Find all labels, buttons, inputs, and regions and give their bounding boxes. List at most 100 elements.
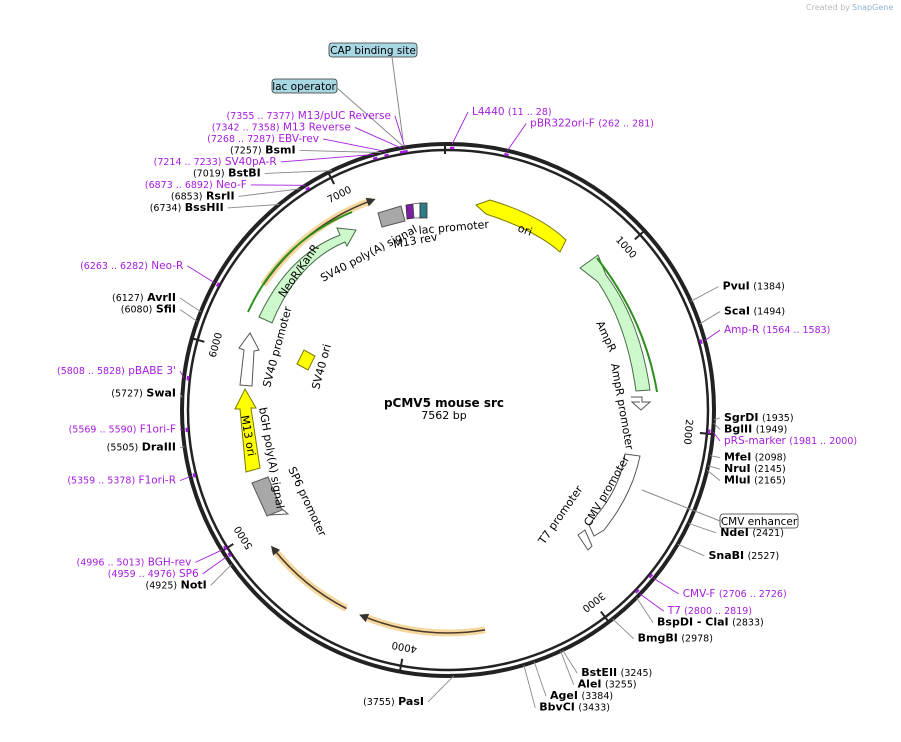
primer-label[interactable]: (7355 .. 7377) M13/pUC Reverse bbox=[227, 110, 391, 122]
tick-mark bbox=[634, 230, 645, 241]
enzyme-label[interactable]: SnaBI (2527) bbox=[708, 549, 779, 562]
enzyme-label[interactable]: (6127) AvrII bbox=[112, 291, 176, 304]
primer-label[interactable]: pRS-marker (1981 .. 2000) bbox=[724, 435, 857, 447]
enzyme-name: SnaBI bbox=[708, 549, 744, 562]
primer-name: F1ori-R bbox=[139, 475, 176, 487]
primer-label[interactable]: (6263 .. 6282) Neo-R bbox=[80, 260, 183, 272]
primer-label[interactable]: (5808 .. 5828) pBABE 3' bbox=[57, 365, 176, 377]
primer-label[interactable]: pBR322ori-F (262 .. 281) bbox=[530, 118, 654, 130]
enzyme-position: (4925) bbox=[146, 580, 178, 591]
primer-label[interactable]: T7 (2800 .. 2819) bbox=[667, 605, 752, 617]
leader-line bbox=[636, 597, 654, 623]
cap-binding-site-box[interactable]: CAP binding site bbox=[328, 42, 418, 141]
enzyme-label[interactable]: AleI (3255) bbox=[578, 678, 637, 691]
enzyme-name: AgeI bbox=[550, 689, 578, 702]
leader-line bbox=[507, 123, 527, 151]
enzyme-name: BsmI bbox=[265, 143, 296, 156]
enzyme-position: (3755) bbox=[363, 697, 395, 708]
primer-site-mark bbox=[186, 375, 190, 381]
primer-label[interactable]: (5359 .. 5378) F1ori-R bbox=[67, 475, 176, 487]
enzyme-name: NotI bbox=[181, 578, 207, 591]
leader-line bbox=[612, 618, 634, 640]
enzyme-position: (6080) bbox=[121, 304, 153, 315]
primer-label[interactable]: (4996 .. 5013) BGH-rev bbox=[77, 556, 192, 568]
enzyme-name: BglII bbox=[724, 422, 752, 435]
primer-name: SV40pA-R bbox=[225, 156, 277, 168]
sv40-ori-label: SV40 ori bbox=[309, 343, 334, 391]
enzyme-label[interactable]: BspDI - ClaI (2833) bbox=[657, 616, 764, 629]
enzyme-label[interactable]: BbvCI (3433) bbox=[539, 701, 610, 714]
primer-name: pBABE 3' bbox=[128, 365, 176, 377]
leader-line bbox=[704, 329, 721, 342]
primer-name: T7 bbox=[667, 605, 681, 617]
enzyme-label[interactable]: (5505) DraIII bbox=[107, 441, 176, 454]
primer-site-mark bbox=[648, 573, 654, 579]
enzyme-label[interactable]: NdeI (2421) bbox=[720, 526, 784, 539]
enzyme-name: MfeI bbox=[724, 451, 751, 464]
enzyme-label[interactable]: NruI (2145) bbox=[724, 462, 786, 475]
primer-label[interactable]: CMV-F (2706 .. 2726) bbox=[683, 588, 787, 600]
enzyme-name: NruI bbox=[724, 462, 751, 475]
enzyme-label[interactable]: BglII (1949) bbox=[724, 422, 787, 435]
primer-name: L4440 bbox=[472, 106, 505, 118]
primer-label[interactable]: (7268 .. 7287) EBV-rev bbox=[207, 133, 319, 145]
enzyme-label[interactable]: MluI (2165) bbox=[724, 474, 786, 487]
primer-name: BGH-rev bbox=[148, 556, 192, 568]
feature-sv40-ori[interactable]: SV40 ori bbox=[296, 343, 334, 391]
primer-label[interactable]: (7342 .. 7358) M13 Reverse bbox=[212, 121, 351, 133]
enzyme-label[interactable]: ScaI (1494) bbox=[724, 305, 785, 318]
enzyme-label[interactable]: (6734) BssHII bbox=[150, 201, 224, 214]
primer-label[interactable]: L4440 (11 .. 28) bbox=[472, 106, 552, 118]
primer-range: (5359 .. 5378) bbox=[67, 476, 135, 487]
lac-operator-box[interactable]: lac operator bbox=[271, 78, 404, 147]
primer-site-mark bbox=[227, 552, 232, 558]
enzyme-label[interactable]: MfeI (2098) bbox=[724, 451, 786, 464]
enzyme-label[interactable]: BstEII (3245) bbox=[581, 666, 652, 679]
leader-line bbox=[639, 593, 664, 612]
enzyme-label[interactable]: (7019) BstBI bbox=[193, 166, 261, 179]
tick-mark bbox=[600, 610, 609, 622]
cmv-enhancer-box[interactable]: CMV enhancer bbox=[641, 489, 799, 529]
enzyme-label[interactable]: SgrDI (1935) bbox=[724, 411, 794, 424]
enzyme-label[interactable]: (7257) BsmI bbox=[230, 143, 296, 156]
leader-line bbox=[264, 170, 333, 174]
leader-line bbox=[179, 428, 183, 431]
enzyme-label[interactable]: (4925) NotI bbox=[146, 578, 207, 591]
primer-label[interactable]: Amp-R (1564 .. 1583) bbox=[724, 324, 830, 336]
primer-label[interactable]: (6873 .. 6892) Neo-F bbox=[145, 179, 247, 191]
watermark-prefix: Created by bbox=[806, 3, 850, 12]
leader-line bbox=[690, 286, 719, 302]
enzyme-name: SgrDI bbox=[724, 411, 758, 424]
primer-label[interactable]: (7214 .. 7233) SV40pA-R bbox=[154, 156, 277, 168]
enzyme-label[interactable]: (5727) SwaI bbox=[111, 386, 176, 399]
enzyme-label[interactable]: PvuI (1384) bbox=[723, 279, 785, 292]
feature-cmv-promoter[interactable]: CMV promoter bbox=[581, 453, 641, 537]
enzyme-position: (2833) bbox=[732, 618, 764, 629]
enzyme-label[interactable]: (6080) SfiI bbox=[121, 302, 176, 315]
enzyme-name: PvuI bbox=[723, 279, 750, 292]
primer-label[interactable]: (5569 .. 5590) F1ori-F bbox=[69, 423, 176, 435]
primer-site-mark bbox=[634, 588, 640, 594]
primer-site-mark bbox=[399, 150, 405, 154]
feature-ori[interactable]: ori bbox=[475, 199, 567, 253]
tick-mark bbox=[327, 172, 335, 185]
primer-name: M13/pUC Reverse bbox=[298, 110, 391, 122]
enzyme-label[interactable]: BmgBI (2978) bbox=[638, 632, 713, 645]
neor-label: NeoR/KanR bbox=[276, 242, 322, 300]
feature-m13-ori[interactable]: M13 ori bbox=[234, 387, 261, 473]
primer-label[interactable]: (4959 .. 4976) SP6 bbox=[108, 568, 199, 580]
enzyme-label[interactable]: (6853) RsrII bbox=[171, 189, 235, 202]
sp6-promoter-label: SP6 promoter bbox=[285, 465, 329, 539]
primer-site-mark bbox=[192, 472, 197, 478]
leader-line bbox=[712, 431, 721, 442]
primer-name: pBR322ori-F bbox=[530, 118, 595, 130]
feature-lac-promoter[interactable]: lac promoter bbox=[418, 202, 490, 237]
lac-operator-label: lac operator bbox=[272, 81, 336, 93]
enzyme-label[interactable]: AgeI (3384) bbox=[550, 689, 613, 702]
primer-name: Neo-F bbox=[216, 179, 247, 191]
primer-range: (7355 .. 7377) bbox=[227, 111, 295, 122]
enzyme-label[interactable]: (3755) PasI bbox=[363, 695, 424, 708]
primer-name: pRS-marker bbox=[724, 435, 787, 447]
enzyme-name: SwaI bbox=[146, 386, 176, 399]
primer-range: (4959 .. 4976) bbox=[108, 569, 176, 580]
